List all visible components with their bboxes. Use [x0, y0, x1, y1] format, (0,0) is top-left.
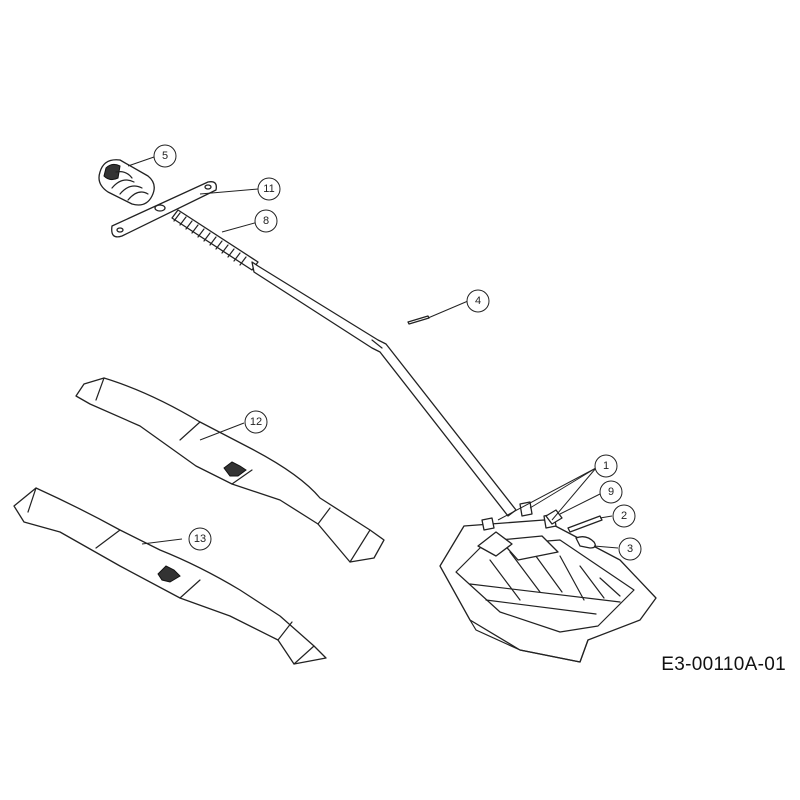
callout-label: 13	[194, 533, 206, 545]
callout-label: 4	[475, 295, 481, 307]
callout-13: 13	[188, 527, 212, 551]
callout-label: 11	[263, 183, 274, 195]
callout-label: 2	[621, 510, 627, 522]
callout-1: 1	[594, 454, 618, 478]
deck-housing	[439, 519, 657, 663]
leader-lines	[127, 156, 619, 549]
callout-label: 3	[627, 543, 633, 555]
pin	[407, 315, 430, 325]
callout-12: 12	[244, 410, 268, 434]
callout-label: 8	[263, 215, 269, 227]
clip	[575, 536, 596, 549]
callout-9: 9	[599, 480, 623, 504]
callout-8: 8	[254, 209, 278, 233]
callout-2: 2	[612, 504, 636, 528]
mounting-bracket	[111, 181, 217, 238]
blade-lower	[13, 487, 327, 665]
drawing-reference-code: E3-00110A-01	[661, 654, 786, 675]
callout-11: 11	[257, 177, 281, 201]
callout-label: 1	[603, 460, 609, 472]
threaded-rod	[171, 209, 259, 271]
blade-upper	[75, 377, 385, 563]
callout-label: 5	[162, 150, 168, 162]
handle-grip	[98, 159, 155, 206]
callout-label: 9	[608, 486, 614, 498]
callout-3: 3	[618, 537, 642, 561]
callout-label: 12	[250, 416, 262, 428]
callout-4: 4	[466, 289, 490, 313]
callout-5: 5	[153, 144, 177, 168]
shaft-pin	[567, 515, 603, 533]
